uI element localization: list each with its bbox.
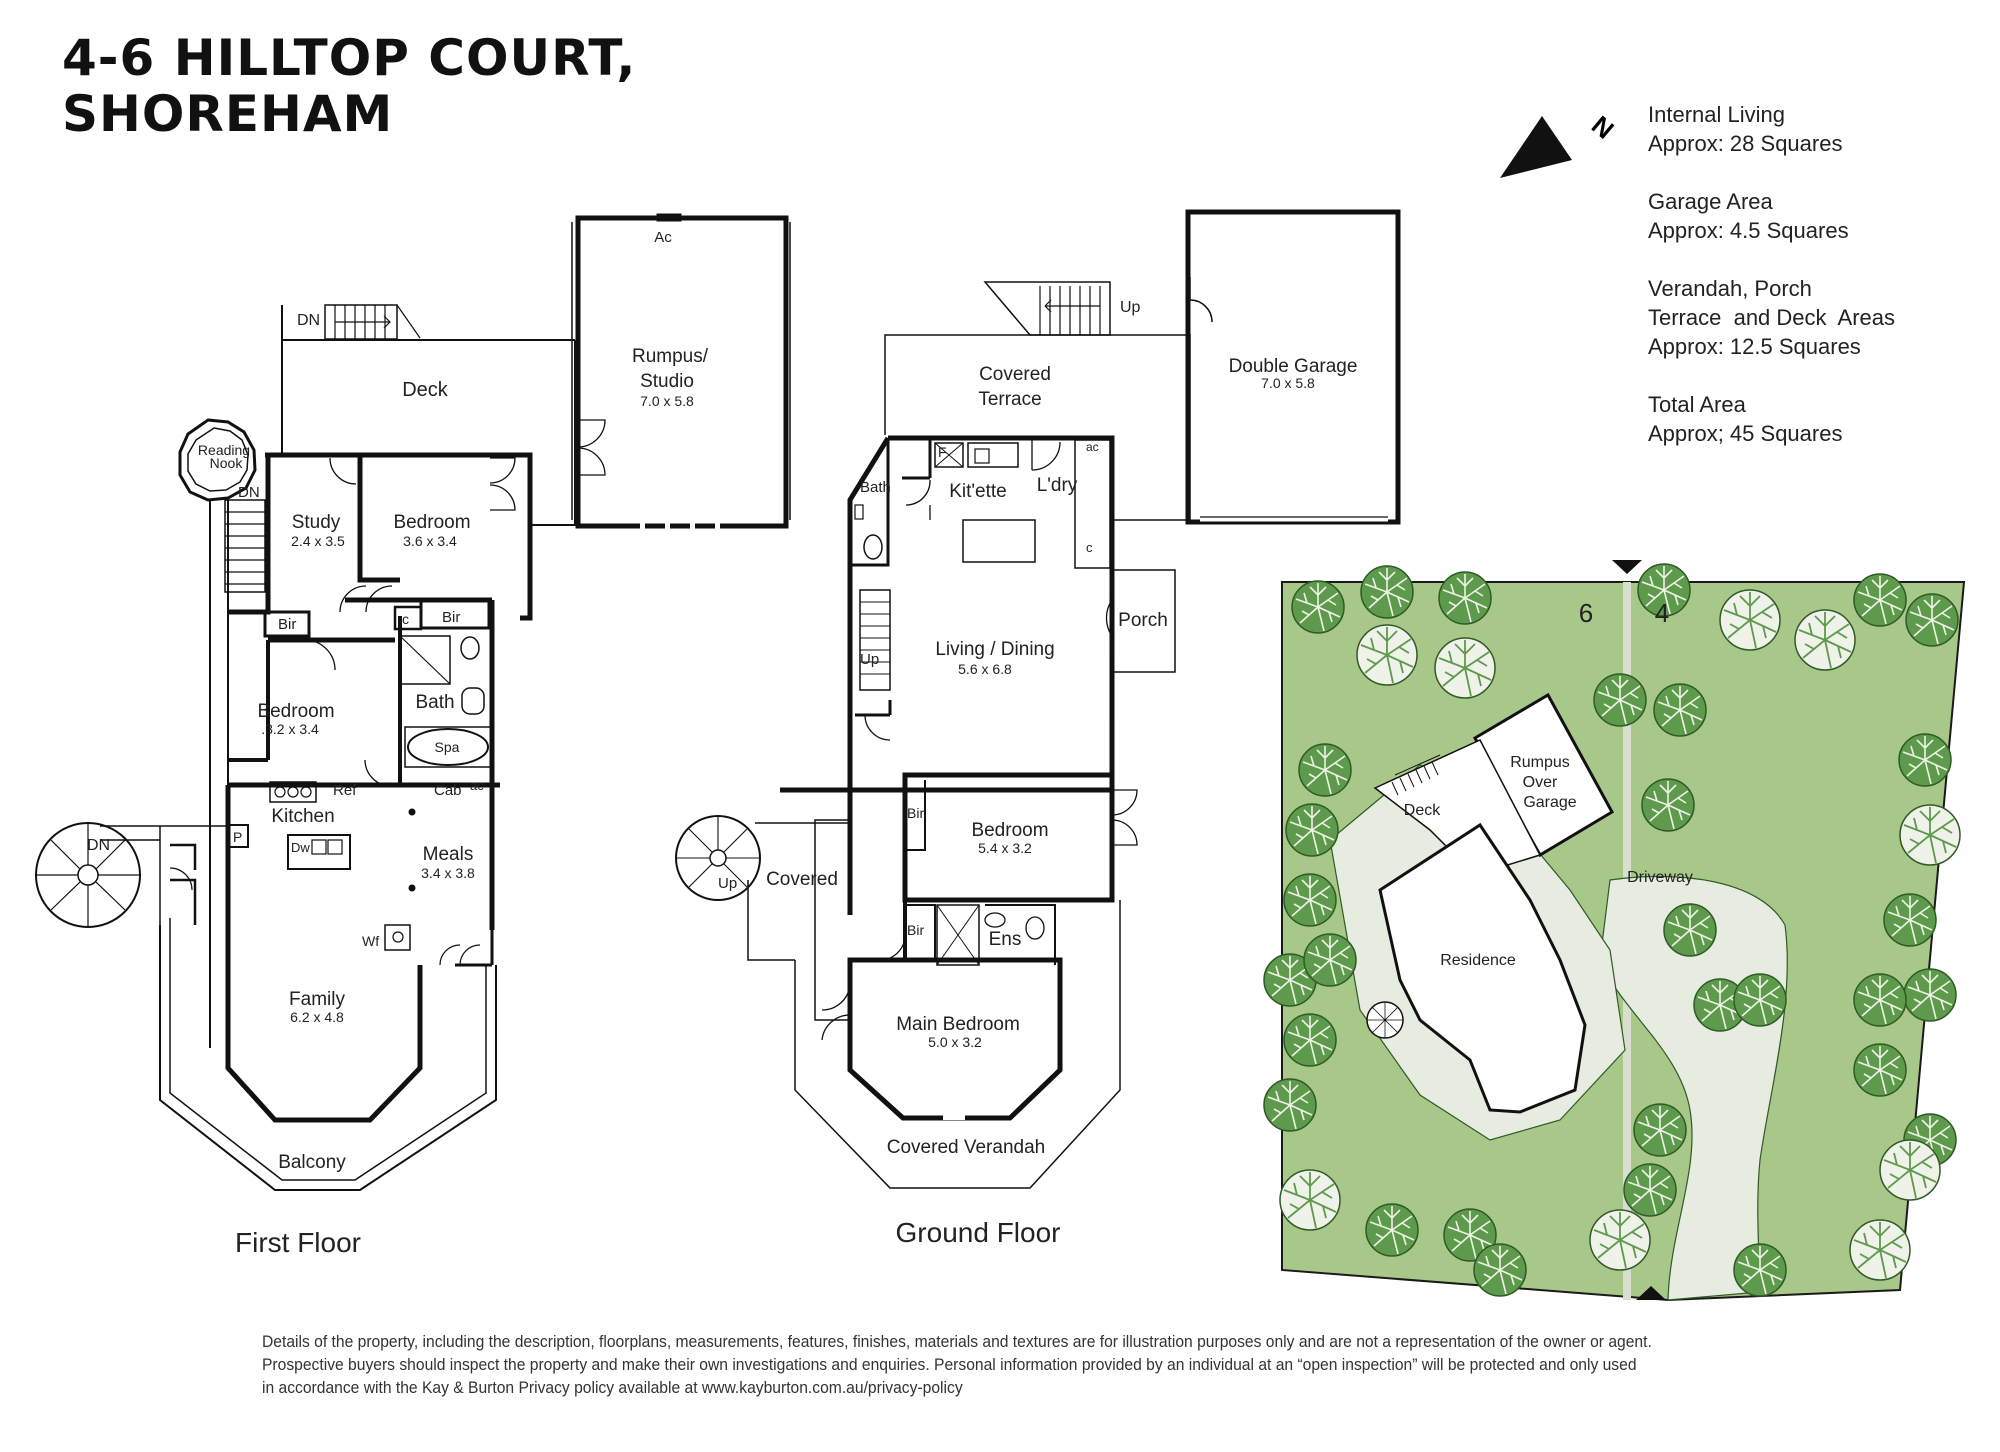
disclaimer-line-3: in accordance with the Kay & Burton Priv…: [262, 1378, 963, 1397]
label-ldry: L'dry: [1037, 475, 1078, 496]
label-ens: Ens: [989, 929, 1022, 950]
label-main-bedroom: Main Bedroom: [896, 1014, 1020, 1035]
label-porch: Porch: [1118, 610, 1168, 631]
label-meals-dim: 3.4 x 3.8: [421, 865, 475, 881]
label-dn-spiral: DN: [87, 837, 110, 854]
label-up-stair: Up: [860, 651, 879, 668]
label-double-garage: Double Garage: [1229, 356, 1358, 377]
label-living-dining: Living / Dining: [935, 639, 1054, 660]
label-dw: Dw: [291, 840, 310, 855]
label-site-over: Over: [1523, 774, 1558, 791]
disclaimer: Details of the property, including the d…: [262, 1330, 1652, 1399]
label-covered-terrace: Covered: [979, 364, 1051, 385]
label-lot-4: 4: [1655, 598, 1669, 628]
label-up-spiral: Up: [718, 875, 737, 892]
label-bir-gf-2: Bir: [907, 922, 924, 938]
label-garage-dim: 7.0 x 5.8: [1261, 375, 1315, 391]
label-spa: Spa: [435, 739, 460, 755]
label-ac-2: ac: [470, 778, 484, 793]
label-rumpus-dim: 7.0 x 5.8: [640, 393, 694, 409]
label-ac-gf: ac: [1086, 440, 1099, 454]
label-dn-top: DN: [297, 312, 320, 329]
first-floor-labels: DN Deck Ac Rumpus/ Studio 7.0 x 5.8 Read…: [87, 229, 709, 1258]
label-site-residence: Residence: [1440, 952, 1516, 969]
ground-floor-plan: [675, 277, 1213, 1189]
property-title: 4-6 HILLTOP COURT, SHOREHAM: [62, 30, 636, 142]
site-plan: 6 4 Rumpus Over Garage Deck Driveway Res…: [1263, 560, 1966, 1302]
area-total: Total Area Approx; 45 Squares: [1648, 392, 1843, 446]
label-living-dim: 5.6 x 6.8: [958, 661, 1012, 677]
area-verandah: Verandah, Porch Terrace and Deck Areas A…: [1648, 276, 1896, 359]
label-site-deck: Deck: [1404, 802, 1441, 819]
label-balcony: Balcony: [278, 1152, 346, 1173]
label-p: P: [233, 829, 242, 845]
label-bir-1: Bir: [278, 616, 296, 633]
label-bedroom-1: Bedroom: [393, 512, 470, 533]
north-label: N: [1586, 110, 1620, 145]
area-garage: Garage Area Approx: 4.5 Squares: [1648, 189, 1849, 243]
area-summary: Internal Living Approx: 28 Squares Garag…: [1648, 100, 1895, 477]
label-dn-stair: DN: [238, 484, 260, 501]
label-wf: Wf: [362, 933, 379, 949]
label-terrace: Terrace: [978, 389, 1041, 410]
label-family-dim: 6.2 x 4.8: [290, 1009, 344, 1025]
label-bath: Bath: [415, 692, 454, 713]
label-covered-verandah: Covered Verandah: [887, 1137, 1045, 1158]
first-floor-caption: First Floor: [235, 1227, 361, 1258]
label-f: F: [938, 444, 947, 460]
label-study: Study: [292, 512, 341, 533]
label-study-dim: 2.4 x 3.5: [291, 533, 345, 549]
label-kitette: Kit'ette: [949, 481, 1007, 502]
label-ac: Ac: [654, 229, 672, 246]
area-internal-living: Internal Living Approx: 28 Squares: [1648, 102, 1843, 156]
label-cab: Cab: [434, 782, 462, 799]
ground-floor-caption: Ground Floor: [896, 1217, 1061, 1248]
ground-floor-labels: Up Covered Terrace F Bath Kit'ette L'dry…: [718, 299, 1168, 1248]
label-studio: Studio: [640, 371, 694, 392]
label-covered: Covered: [766, 869, 838, 890]
label-meals: Meals: [423, 844, 474, 865]
label-bir-2: Bir: [442, 609, 460, 626]
north-arrow-icon: N: [1500, 110, 1620, 178]
label-lot-6: 6: [1579, 598, 1593, 628]
label-nook: Nook: [210, 455, 244, 471]
label-bir-gf-1: Bir: [907, 805, 924, 821]
label-reading: Reading: [198, 442, 250, 458]
label-bath-gf: Bath: [860, 479, 891, 496]
label-bedroom-gf: Bedroom: [971, 820, 1048, 841]
label-rumpus: Rumpus/: [632, 346, 709, 367]
label-bedroom-2-dim: .3.2 x 3.4: [261, 721, 319, 737]
first-floor-plan: [35, 213, 791, 1191]
label-bedroom-2: Bedroom: [257, 701, 334, 722]
label-family: Family: [289, 989, 345, 1010]
label-bedroom-gf-dim: 5.4 x 3.2: [978, 840, 1032, 856]
disclaimer-line-1: Details of the property, including the d…: [262, 1332, 1652, 1351]
label-main-bedroom-dim: 5.0 x 3.2: [928, 1034, 982, 1050]
label-kitchen: Kitchen: [271, 806, 334, 827]
double-garage: Double Garage 7.0 x 5.8: [1185, 209, 1401, 525]
label-c-gf: c: [1086, 540, 1093, 555]
label-ref: Ref: [333, 782, 357, 799]
label-deck: Deck: [402, 379, 449, 401]
label-c: c: [402, 611, 409, 627]
title-line-1: 4-6 HILLTOP COURT,: [62, 29, 637, 87]
label-site-driveway: Driveway: [1627, 869, 1693, 886]
label-bedroom-1-dim: 3.6 x 3.4: [403, 533, 457, 549]
label-site-garage: Garage: [1523, 794, 1576, 811]
disclaimer-line-2: Prospective buyers should inspect the pr…: [262, 1355, 1637, 1374]
label-up-top: Up: [1120, 299, 1141, 316]
label-site-rumpus: Rumpus: [1510, 754, 1570, 771]
title-line-2: SHOREHAM: [62, 85, 394, 143]
